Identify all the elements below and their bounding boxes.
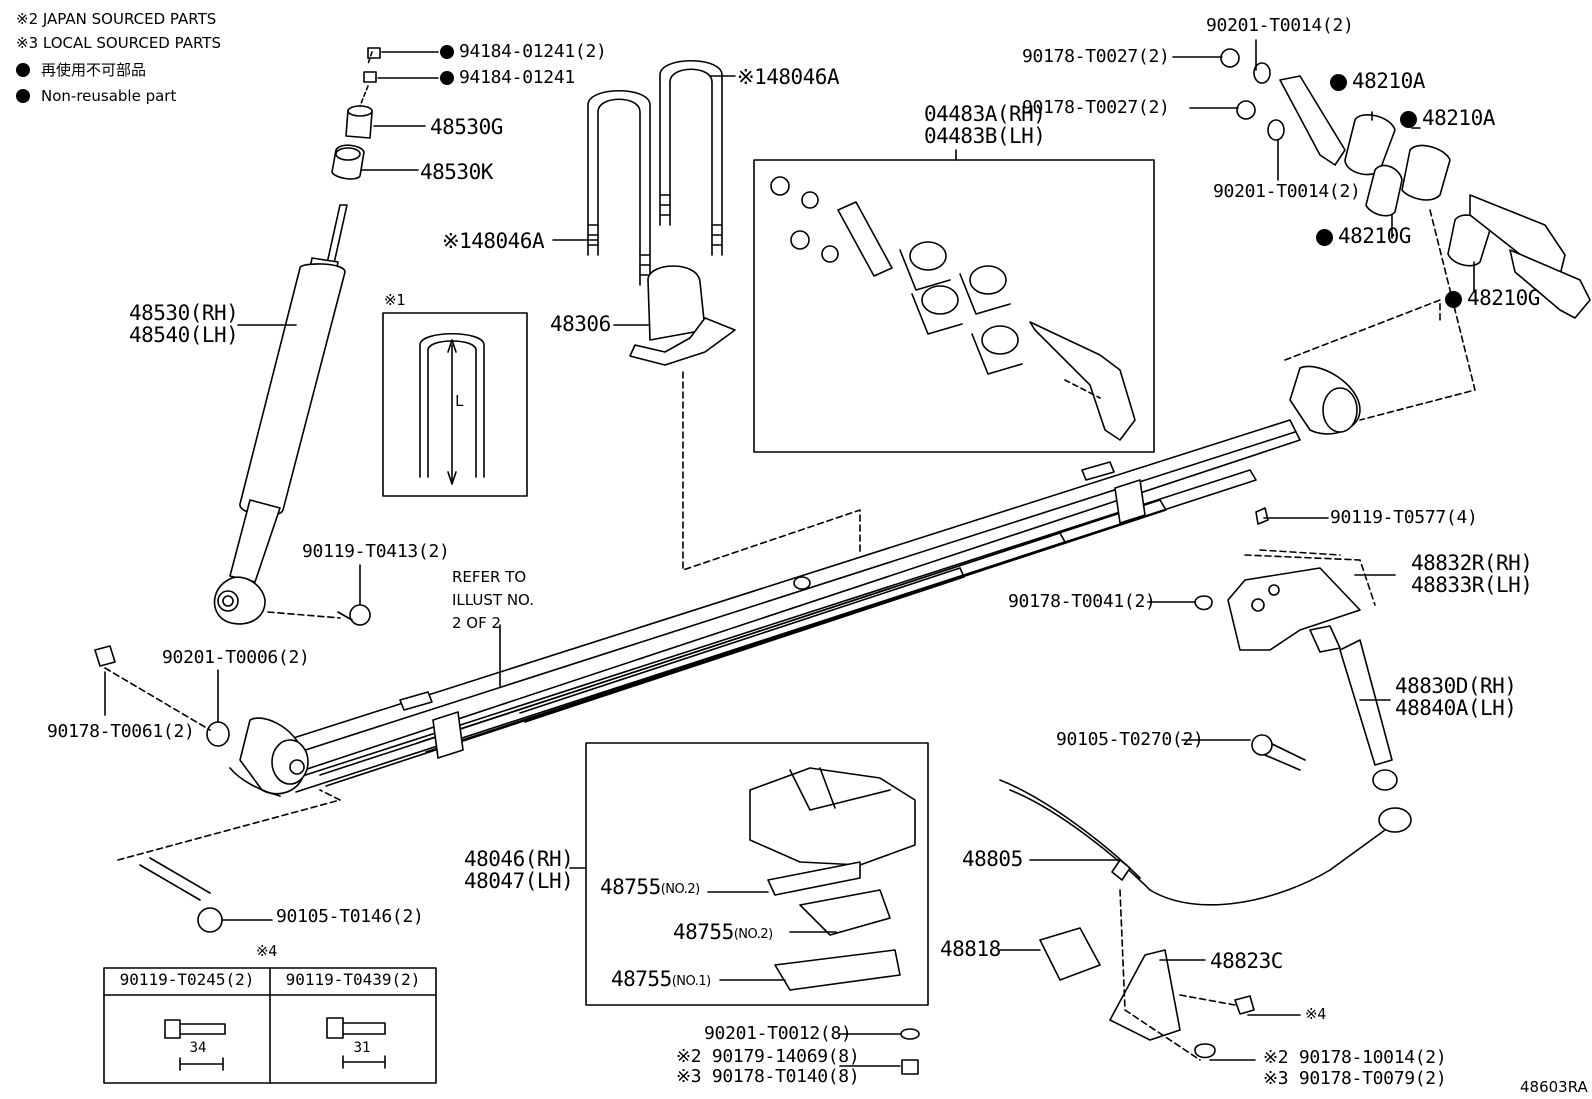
- legend-note-3: ※3 LOCAL SOURCED PARTS: [16, 34, 221, 52]
- part-48755-a[interactable]: 48755(NO.2): [600, 875, 700, 899]
- part-48046a-top[interactable]: ※148046A: [737, 65, 840, 89]
- part-90201-t0014-top[interactable]: 90201-T0014(2): [1206, 15, 1354, 36]
- part-04483b-lh[interactable]: 04483B(LH): [924, 124, 1046, 148]
- legend-nonreusable-en: Non-reusable part: [16, 86, 176, 106]
- illustration-id: 48603RA: [1520, 1078, 1588, 1096]
- part-48832r-rh[interactable]: 48832R(RH): [1411, 551, 1533, 575]
- leaf-spring: [229, 365, 1361, 797]
- shackle-kit: [770, 176, 1136, 441]
- part-90201-t0014-mid[interactable]: 90201-T0014(2): [1213, 181, 1361, 202]
- stabilizer-bar: [999, 549, 1412, 1061]
- part-48540-lh[interactable]: 48540(LH): [129, 323, 239, 347]
- note-1-mark: ※1: [384, 291, 405, 309]
- nonreusable-dot-icon: [440, 45, 454, 59]
- part-90119-t0577[interactable]: 90119-T0577(4): [1330, 507, 1478, 528]
- part-90178-t0079[interactable]: ※3 90178-T0079(2): [1263, 1068, 1447, 1089]
- u-bolts: [587, 59, 723, 286]
- nonreusable-dot-icon: [16, 63, 30, 77]
- part-48210a-a[interactable]: 48210A: [1330, 70, 1425, 92]
- part-94184-01241[interactable]: 94184-01241: [440, 68, 575, 88]
- bump-stopper: [629, 265, 861, 571]
- part-90201-t0006[interactable]: 90201-T0006(2): [162, 647, 310, 668]
- spring-seat: [749, 767, 916, 991]
- bolt-table-dim-2: 31: [353, 1040, 371, 1056]
- part-48530k[interactable]: 48530K: [420, 160, 493, 184]
- bolt-table-dim-1: 34: [189, 1040, 207, 1056]
- part-48755-c[interactable]: 48755(NO.1): [611, 967, 711, 991]
- part-90178-t0027-b[interactable]: 90178-T0027(2): [1022, 97, 1170, 118]
- legend-note-2: ※2 JAPAN SOURCED PARTS: [16, 10, 217, 28]
- bolt-table-images: [164, 1017, 386, 1071]
- small-parts: [94, 507, 1306, 1075]
- nonreusable-dot-icon: [1316, 229, 1333, 246]
- part-48306[interactable]: 48306: [550, 312, 611, 336]
- nonreusable-dot-icon: [1400, 111, 1417, 128]
- part-90119-t0413[interactable]: 90119-T0413(2): [302, 541, 450, 562]
- part-90178-t0061[interactable]: 90178-T0061(2): [47, 721, 195, 742]
- ubolt-detail: [419, 332, 485, 485]
- shackle-kit-box: [753, 159, 1155, 453]
- part-90105-t0270[interactable]: 90105-T0270(2): [1056, 729, 1204, 750]
- part-90178-t0041[interactable]: 90178-T0041(2): [1008, 591, 1156, 612]
- part-48823c[interactable]: 48823C: [1210, 949, 1283, 973]
- bolt-table-col-1: 90119-T0245(2): [119, 970, 255, 989]
- part-48830d-rh[interactable]: 48830D(RH): [1395, 674, 1517, 698]
- part-48046-rh[interactable]: 48046(RH): [464, 847, 574, 871]
- part-48210g-b[interactable]: 48210G: [1445, 287, 1540, 309]
- part-94184-01241-2[interactable]: 94184-01241(2): [440, 42, 607, 62]
- part-48833r-lh[interactable]: 48833R(LH): [1411, 573, 1533, 597]
- nonreusable-dot-icon: [16, 89, 30, 103]
- legend-nonreusable-jp: 再使用不可部品: [16, 60, 146, 80]
- part-48047-lh[interactable]: 48047(LH): [464, 869, 574, 893]
- bolt-table-col-2: 90119-T0439(2): [285, 970, 421, 989]
- part-48210g-a[interactable]: 48210G: [1316, 225, 1411, 247]
- ubolt-detail-box: [382, 312, 528, 497]
- spring-seat-box: [585, 742, 929, 1006]
- part-48818[interactable]: 48818: [940, 937, 1001, 961]
- part-90178-t0027-a[interactable]: 90178-T0027(2): [1022, 46, 1170, 67]
- note-4-ref: ※4: [1305, 1005, 1326, 1023]
- part-48210a-b[interactable]: 48210A: [1400, 107, 1495, 129]
- part-48805[interactable]: 48805: [962, 847, 1023, 871]
- part-48046a-left[interactable]: ※148046A: [442, 229, 545, 253]
- part-48755-b[interactable]: 48755(NO.2): [673, 920, 773, 944]
- part-48530-rh[interactable]: 48530(RH): [129, 301, 239, 325]
- nonreusable-dot-icon: [440, 71, 454, 85]
- note-4-mark: ※4: [256, 942, 277, 960]
- part-90201-t0012[interactable]: 90201-T0012(8): [704, 1023, 852, 1044]
- part-90178-t0140[interactable]: ※3 90178-T0140(8): [676, 1066, 860, 1087]
- rear-shackle: [1220, 48, 1591, 421]
- part-04483a-rh[interactable]: 04483A(RH): [924, 102, 1046, 126]
- part-90178-10014[interactable]: ※2 90178-10014(2): [1263, 1047, 1447, 1068]
- part-48840a-lh[interactable]: 48840A(LH): [1395, 696, 1517, 720]
- part-90179-14069[interactable]: ※2 90179-14069(8): [676, 1046, 860, 1067]
- nonreusable-dot-icon: [1330, 74, 1347, 91]
- shock-absorber: [213, 47, 381, 625]
- leader-lines: [104, 39, 1475, 1067]
- nonreusable-dot-icon: [1445, 291, 1462, 308]
- part-48530g[interactable]: 48530G: [430, 115, 503, 139]
- dimension-l: L: [455, 392, 464, 410]
- part-90105-t0146[interactable]: 90105-T0146(2): [276, 906, 424, 927]
